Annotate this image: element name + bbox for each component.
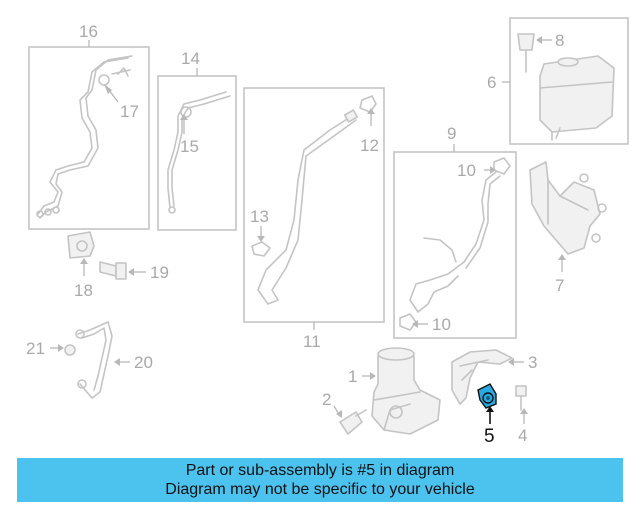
callout-13: 13 xyxy=(250,207,269,226)
callout-19: 19 xyxy=(150,263,169,282)
callout-14: 14 xyxy=(181,49,200,68)
part-group-7: 7 xyxy=(529,161,607,295)
callout-3: 3 xyxy=(528,353,537,372)
callout-15: 15 xyxy=(180,137,199,156)
banner-line-1: Part or sub-assembly is #5 in diagram xyxy=(185,462,455,479)
hose-16 xyxy=(37,57,129,215)
pipe-20 xyxy=(77,321,113,399)
part-group-6: 6 8 xyxy=(487,17,629,145)
bolt-19 xyxy=(99,261,117,277)
callout-9: 9 xyxy=(447,124,456,143)
clip-17-shape xyxy=(98,74,110,86)
part-group-3: 3 4 xyxy=(451,349,537,445)
reservoir-6 xyxy=(539,55,615,133)
callout-2: 2 xyxy=(322,390,331,409)
callout-4: 4 xyxy=(518,426,527,445)
group-box-11 xyxy=(243,87,385,323)
hose-15 xyxy=(167,91,227,209)
clamp-10b-shape xyxy=(399,313,417,331)
part-group-1: 1 2 xyxy=(322,347,441,435)
callout-18: 18 xyxy=(74,281,93,300)
callout-12: 12 xyxy=(360,136,379,155)
part-group-5-highlighted[interactable]: 5 xyxy=(477,383,497,447)
group-box-16 xyxy=(28,46,150,230)
cap-8 xyxy=(517,33,535,51)
sensor-2 xyxy=(339,411,363,435)
bracket-18 xyxy=(67,231,95,259)
seal-21 xyxy=(64,344,76,356)
part-group-18: 18 19 xyxy=(67,231,169,300)
clamp-13-shape xyxy=(251,241,271,257)
callout-5[interactable]: 5 xyxy=(484,426,495,447)
callout-17: 17 xyxy=(120,102,139,121)
callout-6: 6 xyxy=(487,73,496,92)
part-group-11: 11 12 13 xyxy=(243,87,385,351)
clamp-10a-shape xyxy=(493,157,511,175)
callout-8: 8 xyxy=(555,31,564,50)
callout-10b: 10 xyxy=(432,315,451,334)
pump-1 xyxy=(371,349,441,435)
group-box-6 xyxy=(509,17,629,145)
callout-16: 16 xyxy=(79,22,98,41)
part-group-20: 21 20 xyxy=(26,321,153,399)
callout-21: 21 xyxy=(26,339,45,358)
parts-diagram: 16 17 14 15 11 12 13 xyxy=(26,17,629,447)
bracket-7 xyxy=(529,161,601,255)
part-group-14: 14 15 xyxy=(157,49,237,231)
bolt-4 xyxy=(515,385,527,397)
info-banner: Part or sub-assembly is #5 in diagram Di… xyxy=(17,458,623,502)
callout-20: 20 xyxy=(134,353,153,372)
callout-1: 1 xyxy=(348,367,357,386)
hose-9 xyxy=(409,171,497,313)
pipe-11 xyxy=(257,115,357,305)
banner-line-2: Diagram may not be specific to your vehi… xyxy=(165,481,475,498)
group-box-9 xyxy=(393,151,517,339)
callout-7: 7 xyxy=(555,276,564,295)
callout-11: 11 xyxy=(303,332,321,351)
clamp-12-shape xyxy=(359,95,377,113)
callout-10a: 10 xyxy=(457,161,476,180)
part-group-9: 9 10 10 xyxy=(393,124,517,339)
part-group-16: 16 17 xyxy=(28,22,150,230)
